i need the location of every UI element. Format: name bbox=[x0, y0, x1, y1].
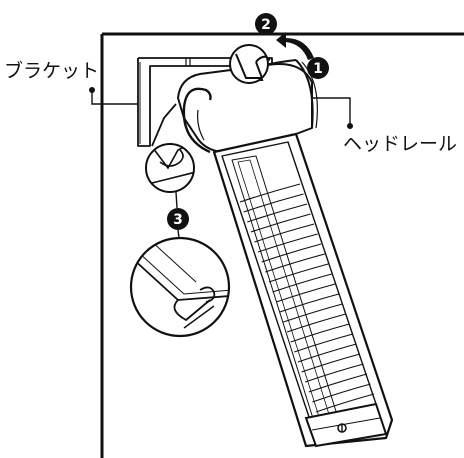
blind-slat bbox=[301, 353, 361, 373]
rotation-arrow bbox=[276, 32, 314, 60]
blind-slat bbox=[297, 343, 357, 363]
head-rail-label: ヘッドレール bbox=[343, 133, 458, 155]
blind-slat bbox=[315, 393, 375, 413]
blind-slats bbox=[239, 183, 375, 413]
blind-slat bbox=[261, 243, 322, 263]
bottom-detail-circle bbox=[129, 236, 231, 338]
blind-slat bbox=[254, 223, 315, 243]
blind-slat bbox=[294, 333, 354, 353]
blind-slat bbox=[304, 363, 364, 383]
blind-slat bbox=[265, 253, 325, 273]
blind-slat bbox=[250, 213, 311, 233]
leader-lines bbox=[91, 90, 351, 239]
blind-slat bbox=[247, 203, 308, 223]
step-1-marker: 1 bbox=[307, 57, 329, 79]
blind-slat bbox=[243, 193, 304, 213]
head-rail bbox=[177, 59, 318, 154]
leader-dots bbox=[89, 87, 353, 129]
blind-slat bbox=[312, 383, 371, 403]
svg-text:2: 2 bbox=[261, 17, 271, 33]
svg-text:1: 1 bbox=[313, 61, 323, 77]
blind-slat bbox=[279, 293, 339, 313]
blind-slat bbox=[286, 313, 346, 333]
blind-slat bbox=[308, 373, 368, 393]
blind-slat bbox=[272, 273, 332, 293]
svg-text:3: 3 bbox=[173, 212, 183, 228]
blind-slat bbox=[290, 323, 350, 343]
step-3-marker: 3 bbox=[167, 208, 189, 230]
top-detail-circle bbox=[229, 44, 269, 84]
blind-slat bbox=[257, 233, 318, 253]
blind-slat bbox=[239, 183, 301, 203]
blind-slat bbox=[283, 303, 343, 323]
blind-slat bbox=[276, 283, 336, 303]
step-2-marker: 2 bbox=[255, 13, 277, 35]
step-markers: 1 2 3 bbox=[167, 13, 329, 230]
middle-detail-circle bbox=[145, 143, 195, 193]
blind-body bbox=[212, 132, 394, 448]
bottom-bar bbox=[304, 402, 388, 448]
bracket-label: ブラケット bbox=[4, 60, 100, 82]
blind-slat bbox=[268, 263, 329, 283]
